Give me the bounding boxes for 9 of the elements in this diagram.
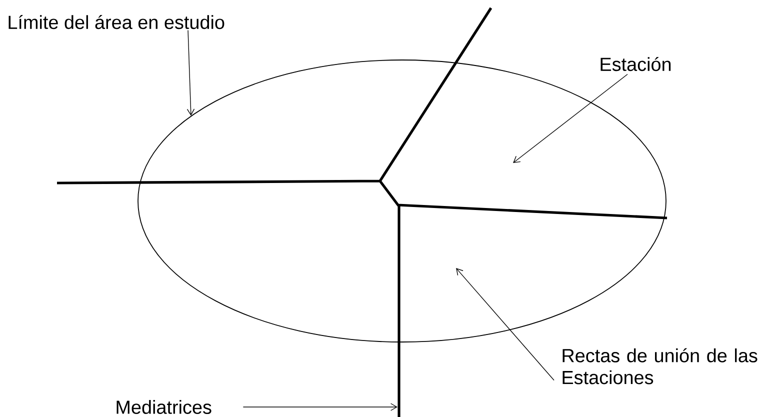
label-text: Límite del área en estudio [8, 14, 224, 30]
leader-arrow [186, 30, 195, 116]
leader-arrow [513, 74, 628, 163]
label-text: Estación [600, 56, 671, 72]
mediatrix-line [398, 206, 400, 417]
leader-arrow [456, 268, 554, 381]
label-text: Mediatrices [116, 400, 212, 414]
label-text: Rectas de unión de las Estaciones [562, 348, 758, 384]
leader-arrow [242, 403, 398, 411]
